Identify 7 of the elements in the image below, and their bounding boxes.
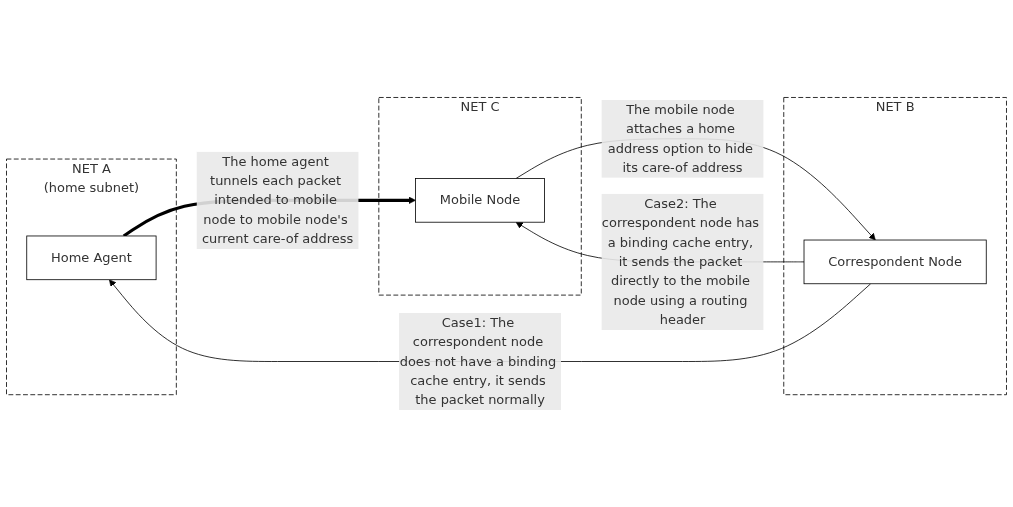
edge-label: Case1: The correspondent node does not have a binding cache entry, it sends the packet normally	[399, 314, 557, 408]
node-box: Mobile Node	[415, 177, 545, 223]
edge-label: The mobile node attaches a home address option to hide its care-of address	[607, 101, 754, 175]
node-box: Correspondent Node	[803, 239, 987, 284]
edge-label: Case2: The correspondent node has a binding cache entry, it sends the packet directly to the mobile node using a routing header	[601, 195, 760, 328]
node-box: Home Agent	[26, 235, 157, 280]
edge-label: The home agent tunnels each packet intended to mobile node to mobile node's current care-of address	[201, 153, 354, 247]
